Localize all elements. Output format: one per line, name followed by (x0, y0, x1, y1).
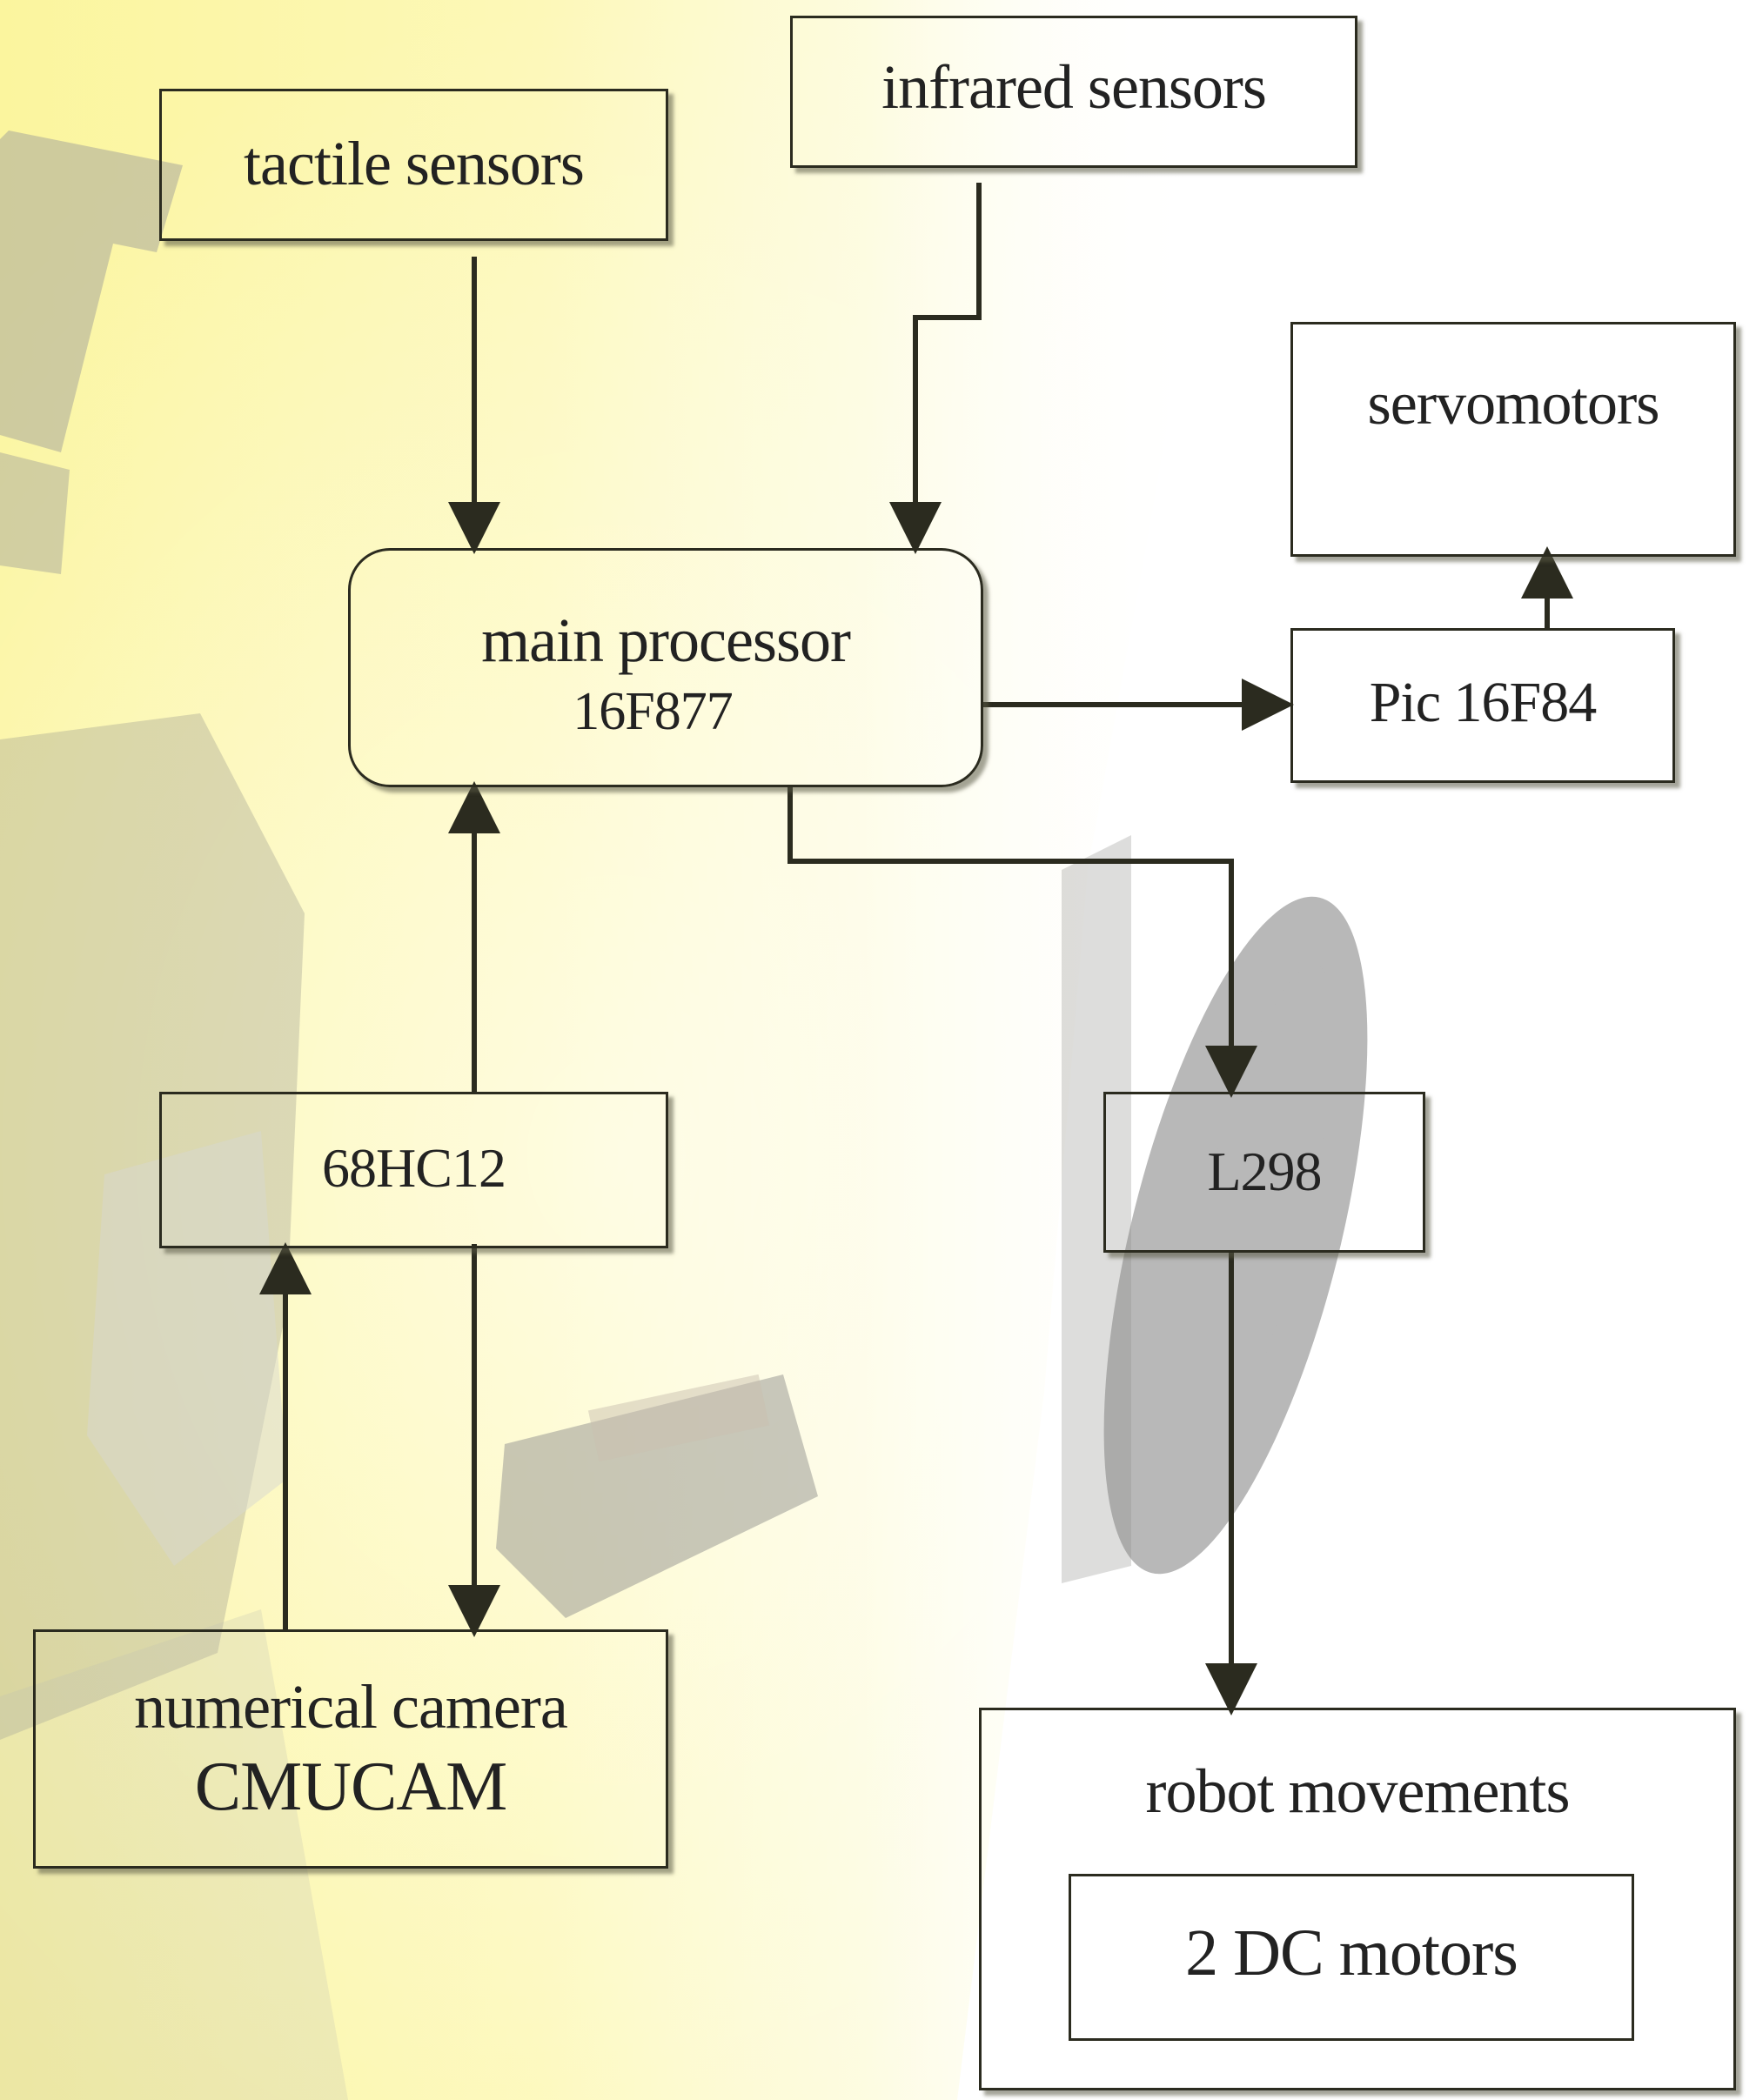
dc-motors-box: 2 DC motors (1069, 1874, 1634, 2041)
tactile-sensors-label: tactile sensors (244, 129, 585, 198)
l298-label: L298 (1207, 1140, 1322, 1202)
hc12-label: 68HC12 (322, 1137, 506, 1199)
pic-16f84-label: Pic 16F84 (1369, 671, 1598, 734)
dc-motors-label: 2 DC motors (1185, 1916, 1518, 1990)
servomotors-box: servomotors (1290, 322, 1736, 557)
arrow-infrared-to-processor (889, 183, 982, 554)
servomotors-label: servomotors (1367, 371, 1659, 438)
l298-box: L298 (1103, 1092, 1425, 1253)
main-processor-model: 16F877 (573, 682, 733, 741)
main-processor-label: main processor (481, 605, 851, 675)
main-processor-box: main processor 16F877 (348, 548, 983, 787)
infrared-sensors-box: infrared sensors (790, 16, 1357, 168)
hc12-box: 68HC12 (159, 1092, 668, 1248)
cmucam-label: CMUCAM (194, 1749, 508, 1825)
robot-movements-box: robot movements 2 DC motors (979, 1708, 1736, 2090)
pic-16f84-box: Pic 16F84 (1290, 628, 1675, 783)
numerical-camera-label: numerical camera (134, 1672, 568, 1742)
tactile-sensors-box: tactile sensors (159, 89, 668, 241)
arrow-processor-to-l298 (788, 787, 1257, 1098)
numerical-camera-box: numerical camera CMUCAM (33, 1629, 668, 1869)
infrared-sensors-label: infrared sensors (881, 52, 1267, 122)
robot-movements-label: robot movements (1145, 1756, 1571, 1826)
